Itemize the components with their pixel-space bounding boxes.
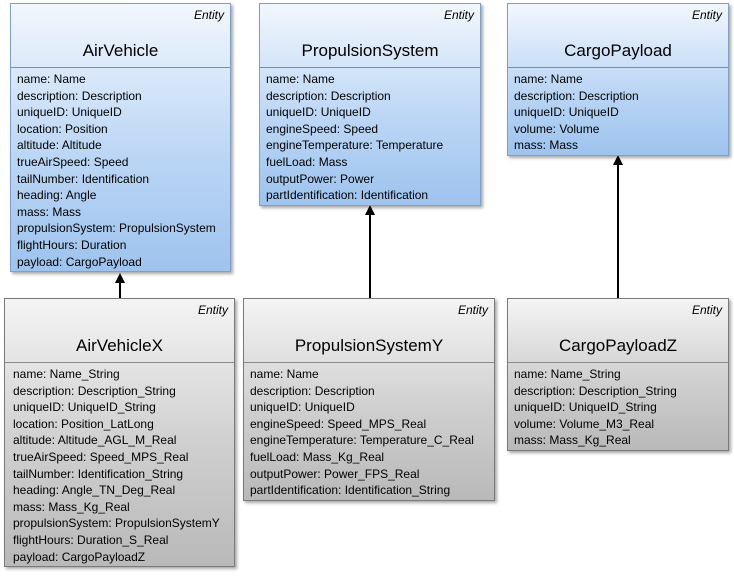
attribute: uniqueID: UniqueID_String [13, 400, 156, 415]
attribute: engineSpeed: Speed_MPS_Real [250, 416, 427, 431]
attribute: propulsionSystem: PropulsionSystem [17, 221, 216, 236]
attribute-list: name: Name description: Description uniq… [260, 68, 480, 204]
stereotype-label: Entity [691, 8, 722, 22]
attribute: trueAirSpeed: Speed [17, 154, 129, 169]
attribute: name: Name_String [514, 367, 621, 381]
attribute: mass: Mass_Kg_Real [13, 499, 130, 514]
attribute: fuelLoad: Mass_Kg_Real [250, 449, 385, 464]
class-header: Entity PropulsionSystem [260, 4, 480, 68]
stereotype-label: Entity [193, 8, 224, 22]
attribute: uniqueID: UniqueID [266, 105, 371, 120]
attribute: volume: Volume [514, 121, 600, 136]
attribute: mass: Mass [514, 138, 579, 153]
class-box-cargopayload[interactable]: Entity CargoPayload name: Name descripti… [507, 3, 729, 156]
attribute: payload: CargoPayloadZ [13, 549, 146, 564]
attribute: location: Position_LatLong [13, 416, 154, 431]
class-name: AirVehicle [82, 41, 159, 60]
attribute: description: Description [250, 383, 375, 398]
class-name: AirVehicleX [76, 336, 163, 355]
attribute: payload: CargoPayload [17, 254, 142, 269]
class-name: PropulsionSystemY [294, 336, 444, 355]
class-header: Entity CargoPayload [508, 4, 728, 68]
attribute: description: Description_String [514, 383, 677, 398]
class-name: CargoPayloadZ [558, 336, 678, 355]
attribute: engineTemperature: Temperature_C_Real [250, 433, 474, 448]
attribute: heading: Angle_TN_Deg_Real [13, 483, 176, 498]
attribute: volume: Volume_M3_Real [514, 416, 655, 431]
stereotype-label: Entity [691, 303, 722, 317]
attribute-list: name: Name description: Description uniq… [244, 363, 494, 499]
attribute: engineTemperature: Temperature [266, 138, 444, 153]
stereotype-label: Entity [457, 303, 488, 317]
attribute: outputPower: Power [266, 171, 375, 186]
attribute-list: name: Name_String description: Descripti… [5, 363, 234, 565]
attribute: name: Name [17, 72, 86, 86]
attribute: description: Description [17, 88, 142, 103]
stereotype-label: Entity [197, 303, 228, 317]
attribute: partIdentification: Identification_Strin… [250, 483, 451, 498]
class-box-propulsionsystemy[interactable]: Entity PropulsionSystemY name: Name desc… [243, 298, 495, 501]
attribute: description: Description [514, 88, 639, 103]
attribute: outputPower: Power_FPS_Real [250, 466, 420, 481]
attribute: mass: Mass [17, 204, 82, 219]
attribute: trueAirSpeed: Speed_MPS_Real [13, 449, 189, 464]
attribute-list: name: Name_String description: Descripti… [508, 363, 728, 449]
attribute: flightHours: Duration [17, 237, 127, 252]
stereotype-label: Entity [443, 8, 474, 22]
attribute: tailNumber: Identification_String [13, 466, 184, 481]
attribute-list: name: Name description: Description uniq… [11, 68, 230, 270]
class-box-propulsionsystem[interactable]: Entity PropulsionSystem name: Name descr… [259, 3, 481, 206]
attribute: uniqueID: UniqueID [514, 105, 619, 120]
attribute: description: Description_String [13, 383, 176, 398]
attribute: mass: Mass_Kg_Real [514, 433, 631, 448]
class-name: PropulsionSystem [301, 41, 439, 60]
class-header: Entity CargoPayloadZ [508, 299, 728, 363]
class-header: Entity AirVehicleX [5, 299, 234, 363]
attribute: altitude: Altitude_AGL_M_Real [13, 433, 177, 448]
attribute: propulsionSystem: PropulsionSystemY [13, 516, 220, 531]
attribute: name: Name [514, 72, 583, 86]
attribute: description: Description [266, 88, 391, 103]
class-name: CargoPayload [564, 41, 672, 60]
attribute: heading: Angle [17, 188, 97, 203]
attribute: partIdentification: Identification [266, 188, 429, 203]
attribute: name: Name_String [13, 367, 120, 381]
attribute: uniqueID: UniqueID [17, 105, 122, 120]
attribute: engineSpeed: Speed [266, 121, 379, 136]
class-header: Entity AirVehicle [11, 4, 230, 68]
class-box-airvehiclex[interactable]: Entity AirVehicleX name: Name_String des… [4, 298, 235, 567]
class-box-cargopayloadz[interactable]: Entity CargoPayloadZ name: Name_String d… [507, 298, 729, 451]
attribute: location: Position [17, 121, 108, 136]
attribute: uniqueID: UniqueID_String [514, 400, 657, 415]
class-header: Entity PropulsionSystemY [244, 299, 494, 363]
attribute: tailNumber: Identification [17, 171, 150, 186]
attribute: flightHours: Duration_S_Real [13, 532, 169, 547]
attribute: fuelLoad: Mass [266, 154, 348, 169]
attribute: altitude: Altitude [17, 138, 102, 153]
attribute: name: Name [266, 72, 335, 86]
class-box-airvehicle[interactable]: Entity AirVehicle name: Name description… [10, 3, 231, 272]
attribute: name: Name [250, 367, 319, 381]
attribute-list: name: Name description: Description uniq… [508, 68, 728, 154]
attribute: uniqueID: UniqueID [250, 400, 355, 415]
